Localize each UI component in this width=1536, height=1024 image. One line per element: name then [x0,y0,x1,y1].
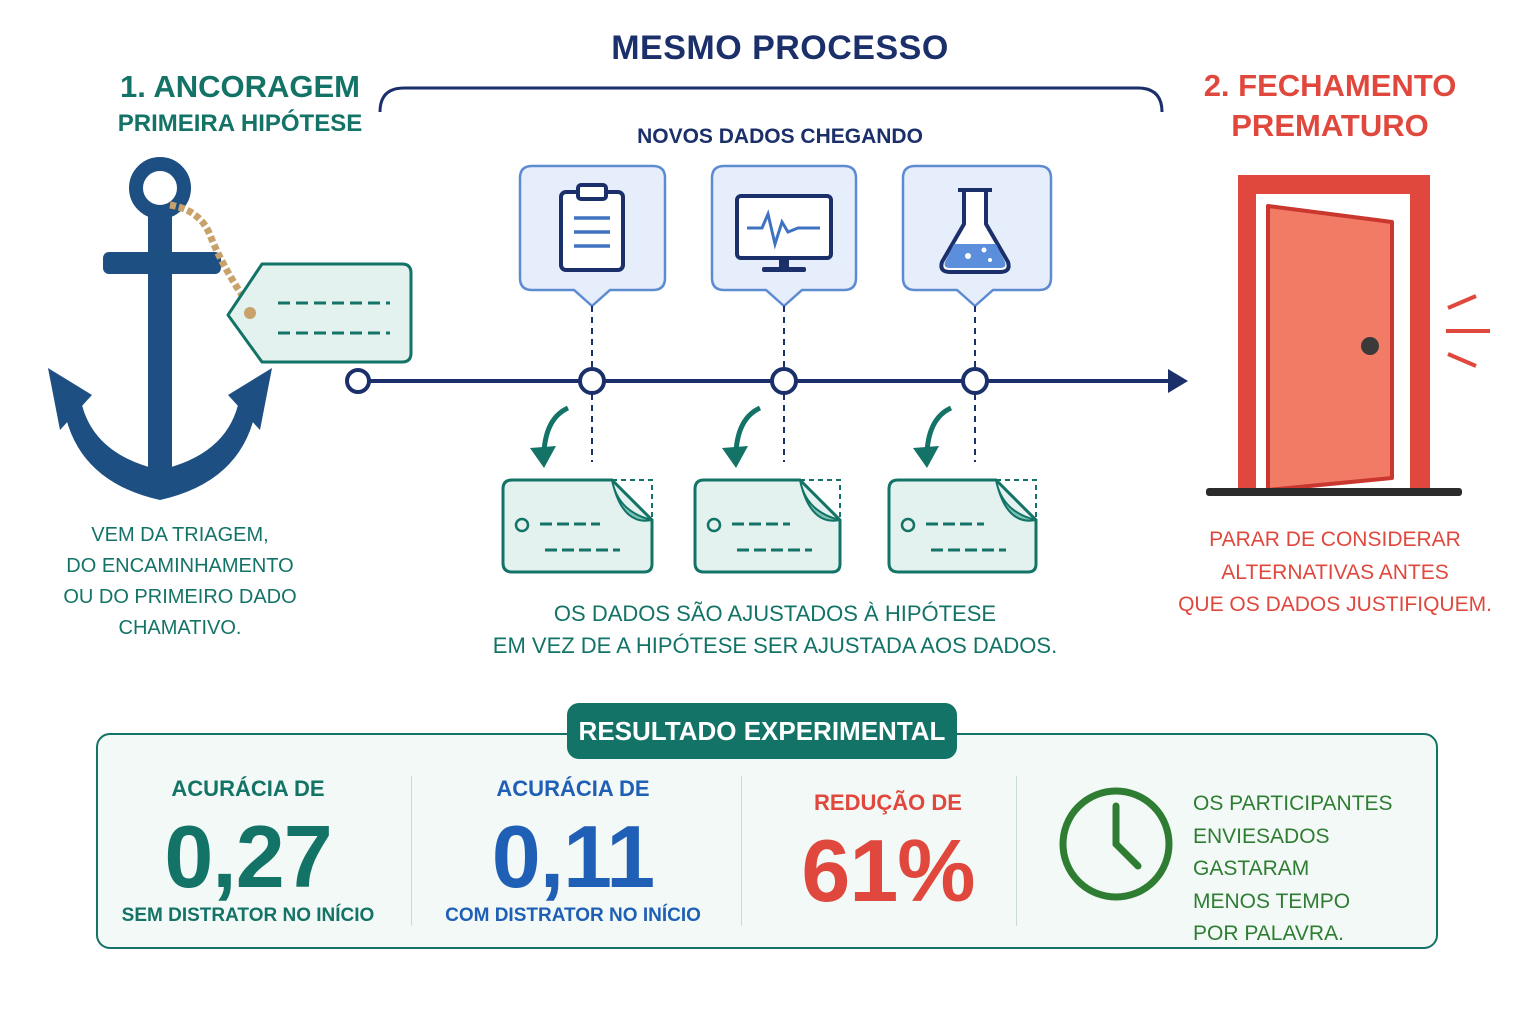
closure-title-line: 2. FECHAMENTO [1203,68,1457,103]
anchoring-desc-line: DO ENCAMINHAMENTO [66,555,294,577]
time-note-line: ENVIESADOS GASTARAM [1193,824,1330,881]
timeline-node [961,367,989,395]
conclusion-text: OS DADOS SÃO AJUSTADOS À HIPÓTESE EM VEZ… [470,598,1080,662]
stat-value: 61% [801,821,975,920]
results-panel [96,733,1438,949]
stat-value: 0,11 [491,807,655,906]
time-note-line: MENOS TEMPO [1193,889,1351,913]
anchoring-subtitle: PRIMEIRA HIPÓTESE [117,110,363,137]
time-note-line: OS PARTICIPANTES [1193,792,1393,815]
closure-desc-line: ALTERNATIVAS ANTES [1221,560,1449,584]
callout-monitor [710,164,858,308]
conclusion-line: OS DADOS SÃO AJUSTADOS À HIPÓTESE [553,601,997,626]
timeline-arrowhead [1168,369,1188,393]
results-badge: RESULTADO EXPERIMENTAL [567,703,957,759]
anchoring-desc-line: VEM DA TRIAGEM, [91,524,269,546]
stat-value: 0,27 [164,807,332,906]
closure-desc-line: QUE OS DADOS JUSTIFIQUEM. [1178,593,1492,617]
stat-caption: SEM DISTRATOR NO INÍCIO [121,905,375,926]
clock-icon [1059,787,1173,901]
closure-title-line: PREMATURO [1231,108,1429,144]
adjust-arrowhead [722,446,748,468]
adjust-arrow-icon [541,405,570,453]
adjusted-tag-icon [887,478,1038,574]
hypothesis-tag-icon [226,262,413,364]
anchoring-desc-line: CHAMATIVO. [118,617,242,639]
results-divider [741,776,742,926]
process-title: MESMO PROCESSO [611,29,949,67]
callout-clipboard [518,164,667,308]
stat-caption: COM DISTRATOR NO INÍCIO [445,905,701,926]
flask-icon [939,188,1011,274]
adjusted-tag-icon [501,478,654,574]
clipboard-icon [559,183,625,272]
closure-title: 2. FECHAMENTO PREMATURO [1170,66,1490,147]
process-bracket [378,86,1164,113]
results-divider [411,776,412,926]
adjust-arrow-icon [924,405,953,453]
adjust-arrowhead [913,446,939,468]
monitor-icon [735,194,833,272]
new-data-label: NOVOS DADOS CHEGANDO [637,125,923,148]
stat-label: REDUÇÃO DE [814,790,962,815]
adjusted-tag-icon [693,478,842,574]
closure-description: PARAR DE CONSIDERAR ALTERNATIVAS ANTES Q… [1170,524,1500,622]
anchoring-desc-line: OU DO PRIMEIRO DADO [63,586,297,608]
callout-flask [901,164,1053,308]
closure-desc-line: PARAR DE CONSIDERAR [1209,528,1461,551]
anchor-icon [48,157,272,500]
rope-icon [169,201,245,297]
door-icon [1206,175,1490,496]
time-note: OS PARTICIPANTES ENVIESADOS GASTARAM MEN… [1193,788,1433,951]
time-note-line: POR PALAVRA. [1193,922,1344,946]
timeline-node [345,368,371,394]
timeline-node [578,367,606,395]
adjust-arrow-icon [733,405,762,453]
anchoring-title: 1. ANCORAGEM [120,69,360,104]
stat-label: ACURÁCIA DE [496,776,650,801]
stat-label: ACURÁCIA DE [171,776,325,801]
anchoring-description: VEM DA TRIAGEM, DO ENCAMINHAMENTO OU DO … [40,520,320,644]
adjust-arrowhead [530,446,556,468]
timeline-node [770,367,798,395]
process-diagram [48,86,1490,574]
results-divider [1016,776,1017,926]
conclusion-line: EM VEZ DE A HIPÓTESE SER AJUSTADA AOS DA… [492,632,1058,658]
